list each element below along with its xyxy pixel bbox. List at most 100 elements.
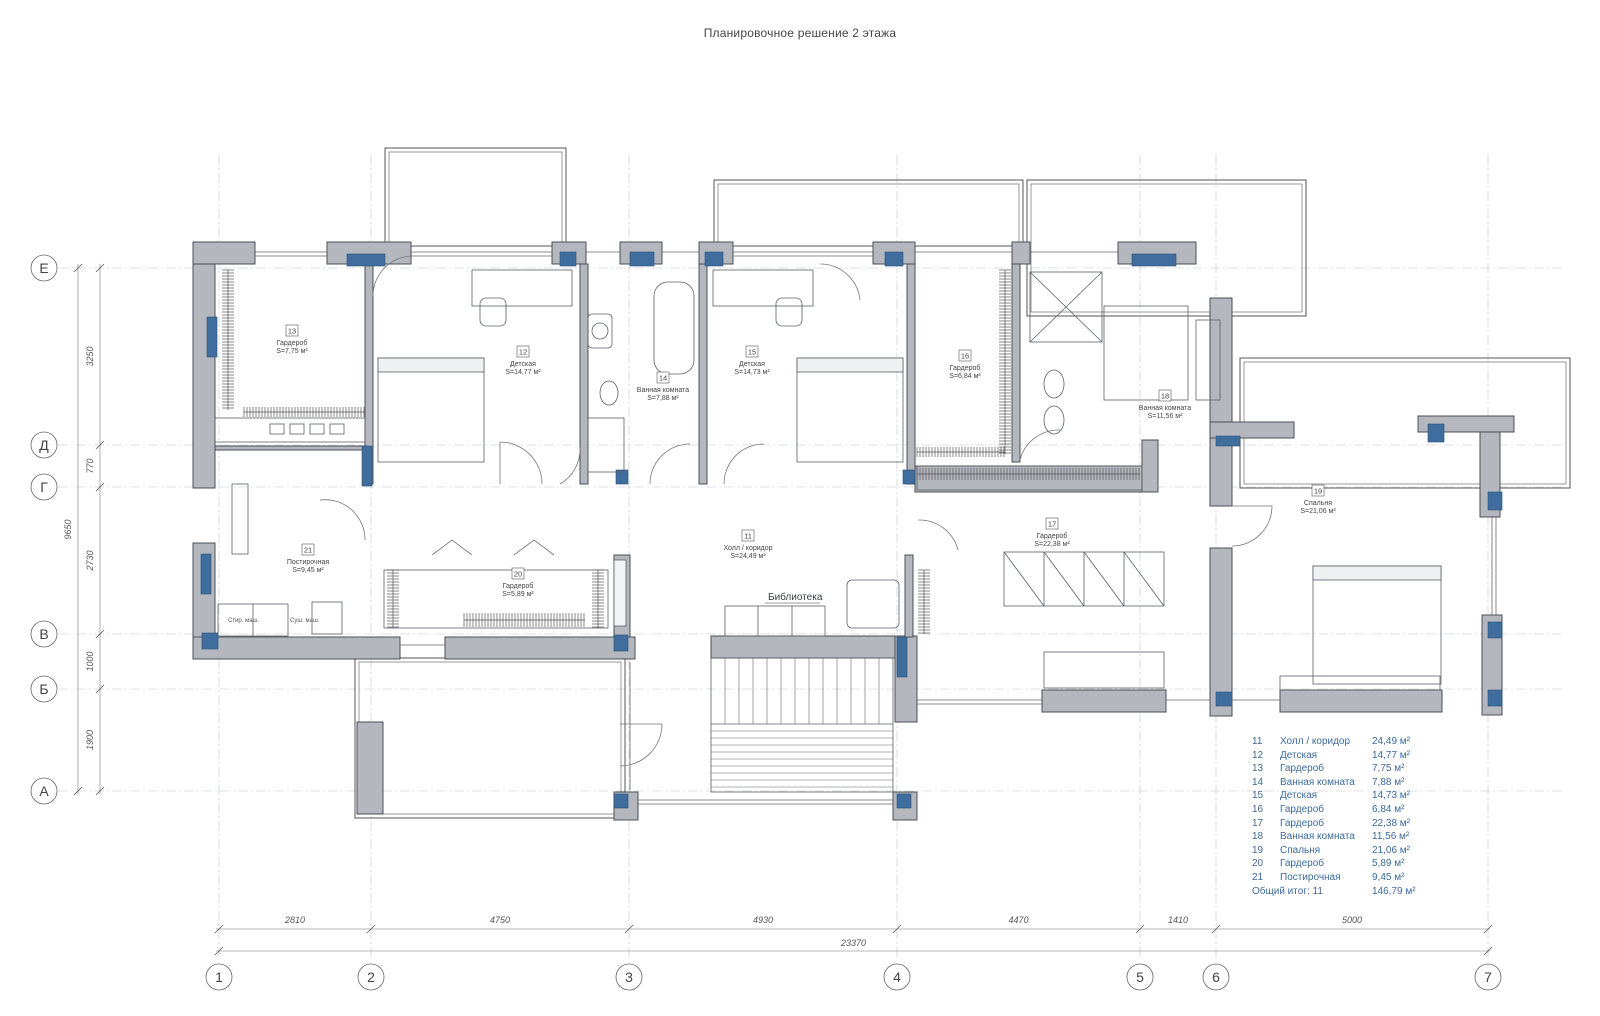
legend-area: 22,38 м² [1372,817,1411,829]
axis-label: 6 [1212,969,1220,985]
wall [1209,437,1233,507]
wall [579,263,589,485]
axis-label: В [39,626,48,642]
legend-num: 13 [1252,763,1264,775]
legend-num: 15 [1252,790,1264,802]
appliance-label: Суш. маш. [290,618,320,624]
bathtub [653,281,695,375]
library-shelf [724,605,826,637]
svg-text:18: 18 [1161,392,1169,401]
svg-text:Холл / коридор: Холл / коридор [723,545,772,552]
bed-room-15 [796,357,904,463]
svg-text:S=7,75 м²: S=7,75 м² [276,348,308,355]
legend-num: 14 [1252,776,1264,788]
svg-text:Ванная комната: Ванная комната [637,387,690,394]
column [613,793,629,809]
axis-label: Б [39,681,48,697]
stair-steps [711,658,893,788]
column [346,253,386,267]
windows [255,251,1497,805]
svg-text:13: 13 [288,327,296,336]
wall [1041,689,1167,713]
axis-bubble [30,431,58,459]
wall [356,721,384,815]
legend-num: 21 [1252,871,1264,883]
doors [319,255,1273,767]
svg-text:Ванная комната: Ванная комната [1139,405,1192,412]
legend-area: 21,06 м² [1372,844,1411,856]
legend-area: 7,75 м² [1372,763,1405,775]
axis-bubble [30,254,58,282]
wall [1209,421,1295,439]
axis-label: 1 [215,969,223,985]
column [896,793,912,809]
column [615,469,629,485]
dimension-label: 3250 [85,346,95,366]
bed-room-19 [1312,565,1442,685]
library-label: Библиотека [768,591,823,603]
legend-total: Общий итог: 11 146,79 м² [1252,885,1492,899]
column [613,634,629,652]
desk-room-12 [471,269,573,307]
legend-name: Гардероб [1280,858,1324,870]
column [1487,689,1503,707]
bed-room-12 [377,357,485,463]
column [1427,423,1445,443]
axis-bubble [30,473,58,501]
wall [904,554,914,638]
axis-label: 7 [1484,969,1492,985]
legend-area: 9,45 м² [1372,871,1405,883]
legend-area: 11,56 м² [1372,831,1410,843]
legend-area: 14,73 м² [1372,790,1411,802]
wall [1011,263,1021,463]
column [559,251,577,267]
axis-label: Е [39,260,48,276]
door [499,441,543,485]
structural-columns [200,251,1503,809]
column [361,445,373,487]
svg-text:16: 16 [961,352,969,361]
legend-num: 20 [1252,858,1264,870]
balcony-bottom-left [354,657,626,819]
dimension-label: 1900 [85,730,95,750]
axis-bubble [1126,963,1154,991]
wardrobe-hangers [222,269,1140,634]
column [1215,691,1233,707]
svg-text:15: 15 [748,348,756,357]
svg-text:Гардероб: Гардероб [277,339,308,347]
legend-name: Гардероб [1280,763,1324,775]
legend-area: 24,49 м² [1372,736,1411,747]
axis-bubble [30,620,58,648]
svg-text:Гардероб: Гардероб [503,582,534,590]
svg-text:Детская: Детская [510,361,536,368]
door [1231,505,1273,547]
column [201,632,219,650]
legend-name: Спальня [1280,844,1321,856]
legend-total-area: 146,79 м² [1372,885,1416,897]
wall [1279,689,1443,713]
wall [1011,241,1031,265]
svg-text:14: 14 [659,374,667,383]
wall [906,263,916,485]
legend-area: 14,77 м² [1372,749,1411,761]
legend-name: Гардероб [1280,817,1324,829]
legend-name: Постирочная [1280,871,1341,883]
legend-area: 6,84 м² [1372,803,1405,815]
dimension-label: 1410 [1168,915,1188,925]
door [723,443,765,485]
